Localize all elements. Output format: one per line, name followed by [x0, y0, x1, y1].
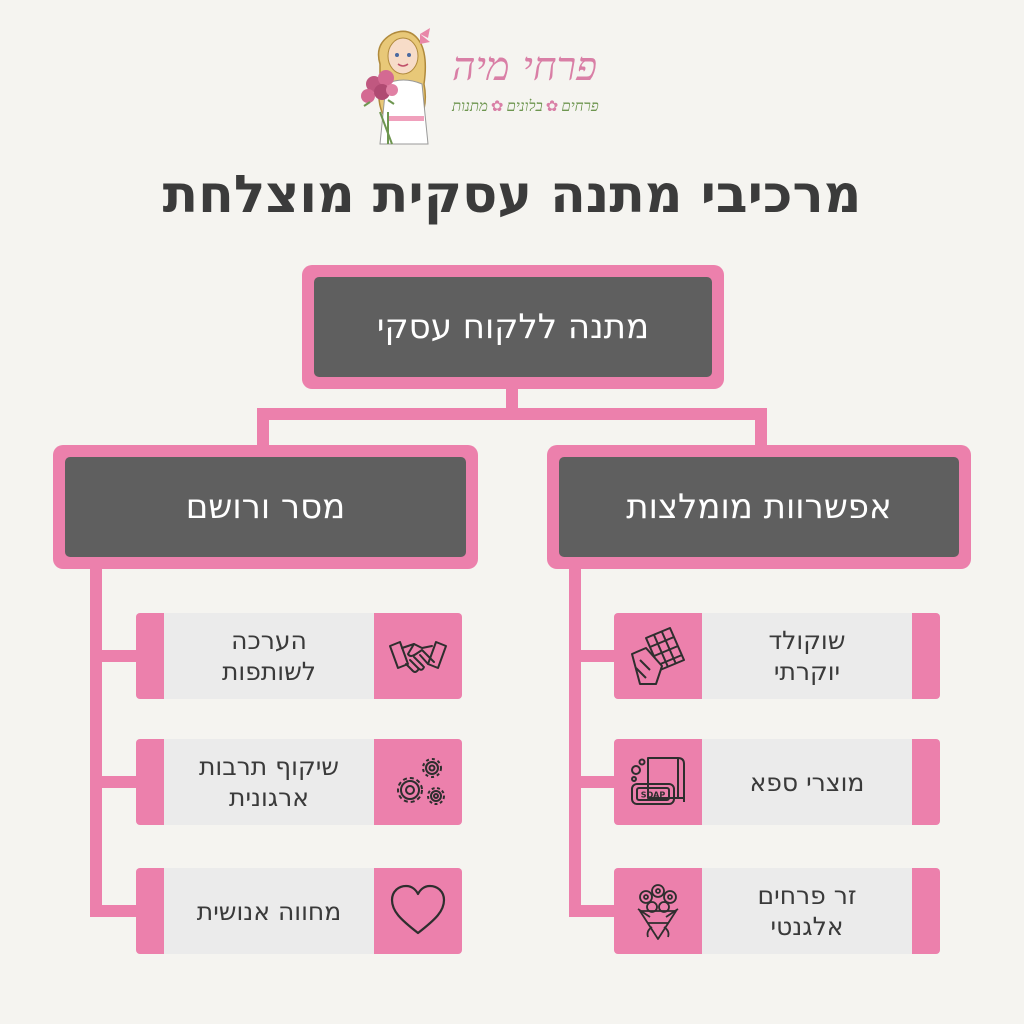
item-label: הערכה לשותפות: [221, 626, 317, 686]
bouquet-icon: [614, 868, 702, 954]
heart-icon: [374, 868, 462, 954]
left-tick-1: [90, 650, 140, 662]
soap-icon-text: SOAP: [641, 791, 666, 800]
right-tick-3: [569, 905, 619, 917]
right-tick-1: [569, 650, 619, 662]
logo-brand-name: פרחי מיה: [452, 44, 598, 90]
item-card-human-gesture: מחווה אנושית: [136, 868, 462, 954]
card-accent-tab: [912, 739, 940, 825]
card-accent-tab: [912, 868, 940, 954]
item-label: שוקולד יוקרתי: [768, 626, 846, 686]
item-card-culture: שיקוף תרבות ארגונית: [136, 739, 462, 825]
root-node-label: מתנה ללקוח עסקי: [314, 277, 712, 377]
page-title: מרכיבי מתנה עסקית מוצלחת: [162, 165, 862, 225]
branch-node-message: מסר ורושם: [53, 445, 478, 569]
left-drop: [257, 408, 269, 448]
card-accent-tab: [136, 868, 164, 954]
tagline-word-balloons: בלונים: [506, 97, 543, 115]
right-drop: [755, 408, 767, 448]
florist-girl-illustration: [361, 28, 430, 145]
item-card-partnership: הערכה לשותפות: [136, 613, 462, 699]
item-card-spa: SOAP מוצרי ספא: [614, 739, 940, 825]
branch-node-options: אפשרוות מומלצות: [547, 445, 971, 569]
flower-bullet-icon: ✿: [490, 97, 504, 115]
gears-icon: [374, 739, 462, 825]
chocolate-icon: [614, 613, 702, 699]
right-tick-2: [569, 776, 619, 788]
left-tick-2: [90, 776, 140, 788]
brand-logo: פרחי מיה פרחים✿בלונים✿מתנות: [352, 22, 672, 152]
right-spine: [569, 567, 581, 917]
logo-tagline: פרחים✿בלונים✿מתנות: [452, 94, 672, 118]
soap-icon: SOAP: [614, 739, 702, 825]
branch-message-label: מסר ורושם: [65, 457, 466, 557]
item-card-bouquet: זר פרחים אלגנטי: [614, 868, 940, 954]
branch-options-label: אפשרוות מומלצות: [559, 457, 959, 557]
item-label: שיקוף תרבות ארגונית: [198, 752, 340, 812]
tagline-word-flowers: פרחים: [561, 97, 599, 115]
item-label: מחווה אנושית: [196, 896, 342, 926]
item-card-chocolate: שוקולד יוקרתי: [614, 613, 940, 699]
root-node: מתנה ללקוח עסקי: [302, 265, 724, 389]
left-tick-3: [90, 905, 140, 917]
card-accent-tab: [912, 613, 940, 699]
root-stem: [506, 388, 518, 414]
card-accent-tab: [136, 739, 164, 825]
handshake-icon: [374, 613, 462, 699]
item-label: זר פרחים אלגנטי: [757, 881, 857, 941]
left-spine: [90, 567, 102, 917]
card-accent-tab: [136, 613, 164, 699]
flower-bullet-icon: ✿: [545, 97, 559, 115]
item-label: מוצרי ספא: [749, 767, 865, 797]
branch-bar: [257, 408, 767, 420]
tagline-word-gifts: מתנות: [452, 97, 488, 115]
